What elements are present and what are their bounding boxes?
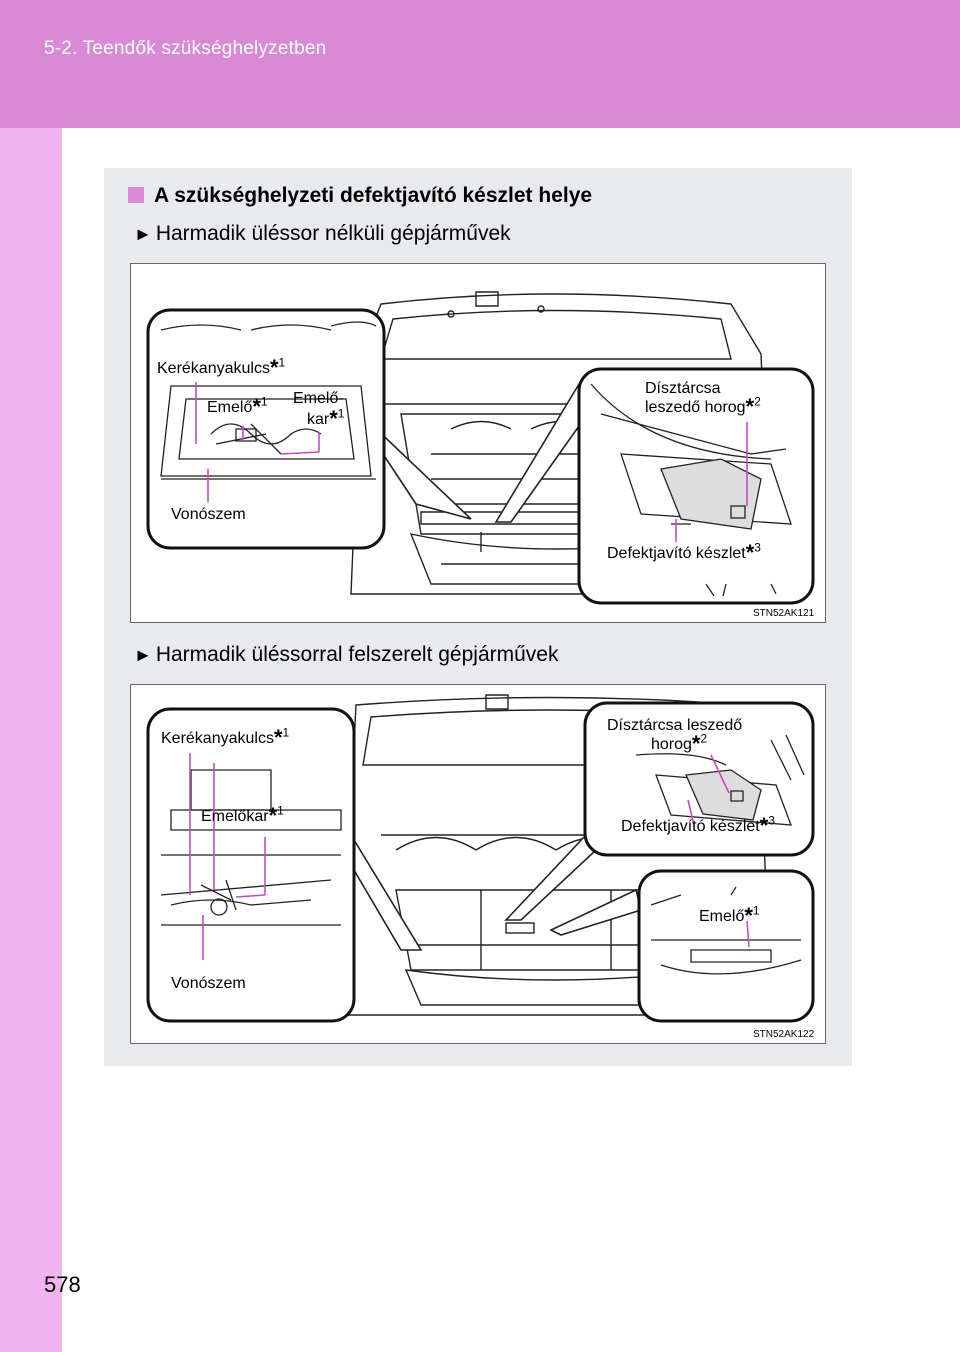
label-jack-1: Emelő*1 (207, 394, 268, 419)
variant-2-title: ►Harmadik üléssorral felszerelt gépjármű… (134, 643, 558, 667)
label-jack-handle-2: Emelőkar*1 (201, 803, 284, 828)
section-title: A szükséghelyzeti defektjavító készlet h… (128, 184, 592, 208)
figure-2-illustration (146, 694, 815, 1023)
square-bullet-icon (128, 187, 144, 203)
triangle-bullet-icon: ► (134, 645, 152, 665)
page-number: 578 (44, 1272, 81, 1297)
label-hubcap-hook-1b: leszedő horog*2 (645, 394, 761, 419)
triangle-bullet-icon: ► (134, 224, 152, 244)
figure-1: Kerékanyakulcs*1 Emelő*1 Emelő- kar*1 Vo… (130, 263, 826, 623)
page-header: 5-2. Teendők szükséghelyzetben (0, 0, 960, 128)
label-towing-eye-1: Vonószem (171, 506, 246, 523)
label-repair-kit-1: Defektjavító készlet*3 (607, 540, 761, 565)
section-title-text: A szükséghelyzeti defektjavító készlet h… (154, 184, 593, 207)
section-breadcrumb: 5-2. Teendők szükséghelyzetben (44, 38, 327, 59)
label-jack-handle-1b: kar*1 (307, 406, 345, 431)
figure-code-1: STN52AK121 (753, 608, 815, 619)
side-tab (0, 0, 62, 1352)
label-repair-kit-2: Defektjavító készlet*3 (621, 813, 775, 838)
figure-1-illustration (146, 291, 815, 605)
label-hubcap-hook-1a: Dísztárcsa (645, 380, 721, 397)
variant-1-title: ►Harmadik üléssor nélküli gépjárművek (134, 222, 511, 246)
label-hubcap-hook-2a: Dísztárcsa leszedő (607, 717, 743, 734)
figure-code-2: STN52AK122 (753, 1029, 815, 1040)
label-jack-handle-1a: Emelő- (293, 390, 344, 407)
label-towing-eye-2: Vonószem (171, 975, 246, 992)
label-hubcap-hook-2b: horog*2 (651, 731, 708, 756)
label-wrench-2: Kerékanyakulcs*1 (161, 725, 290, 750)
figure-2: Kerékanyakulcs*1 Emelőkar*1 Vonószem Dís… (130, 684, 826, 1044)
label-jack-2: Emelő*1 (699, 903, 760, 928)
variant-1-title-text: Harmadik üléssor nélküli gépjárművek (155, 222, 511, 245)
variant-2-title-text: Harmadik üléssorral felszerelt gépjárműv… (155, 643, 559, 666)
label-wrench-1: Kerékanyakulcs*1 (157, 355, 286, 380)
